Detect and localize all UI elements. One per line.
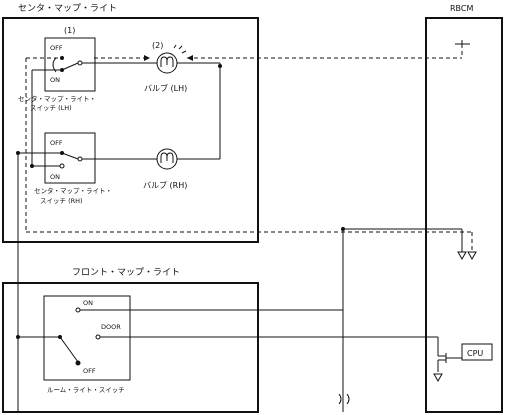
room-switch-name: ルーム・ライト・スイッチ	[47, 386, 125, 394]
rbcm-box	[425, 17, 503, 413]
rbcm-title: RBCM	[450, 4, 473, 13]
room-door-label: DOOR	[101, 323, 121, 331]
center-map-light-switch-rh: OFF ON センタ・マップ・ライト・ スイッチ (RH)	[34, 132, 112, 205]
room-light-switch: ON DOOR OFF ルーム・ライト・スイッチ	[43, 295, 131, 394]
rbcm-transistor	[433, 353, 462, 383]
bulb-lh: (2) バルブ (LH)	[144, 41, 187, 93]
glow-icon	[173, 44, 187, 54]
link-wiring	[338, 227, 467, 412]
front-map-light-title: フロント・マップ・ライト	[72, 267, 180, 278]
dashed-arrow-icon	[187, 55, 193, 61]
ground-arrow-icon-2	[457, 251, 467, 261]
dashed-arrow-icon-2	[144, 55, 150, 61]
switch-lh-off-label: OFF	[50, 44, 63, 52]
center-wiring	[16, 62, 222, 412]
rbcm-terminal-top	[455, 40, 470, 45]
center-map-light-switch-lh: (1) OFF ON センタ・マップ・ライト・ スイッチ (LH)	[18, 26, 96, 112]
center-map-light-box	[2, 17, 259, 243]
cpu-block: CPU	[461, 343, 493, 361]
switch-lh-name-line2: スイッチ (LH)	[30, 104, 72, 112]
switch-lh-on-label: ON	[50, 76, 60, 84]
center-map-light-title: センタ・マップ・ライト	[18, 3, 117, 14]
dashed-wiring	[25, 44, 477, 261]
bulb-rh: バルブ (RH)	[143, 148, 187, 190]
ground-arrow-icon-3	[433, 373, 443, 383]
room-off-label: OFF	[83, 367, 96, 375]
wire-break-icon	[338, 393, 350, 405]
callout-2: (2)	[152, 41, 163, 50]
switch-rh-on-label: ON	[50, 173, 60, 181]
ground-arrow-icon	[467, 251, 477, 261]
switch-rh-name-line2: スイッチ (RH)	[40, 197, 83, 205]
switch-lh-arrow-icon	[52, 57, 57, 73]
switch-lh-name-line1: センタ・マップ・ライト・	[18, 94, 96, 103]
switch-rh-name-line1: センタ・マップ・ライト・	[34, 186, 112, 195]
front-map-light-box	[2, 282, 259, 413]
callout-1: (1)	[64, 26, 75, 35]
room-on-label: ON	[83, 299, 93, 307]
bulb-lh-label: バルブ (LH)	[144, 83, 187, 93]
room-wiring	[16, 309, 439, 356]
switch-rh-off-label: OFF	[50, 139, 63, 147]
bulb-rh-label: バルブ (RH)	[143, 180, 187, 190]
cpu-label: CPU	[467, 349, 483, 358]
